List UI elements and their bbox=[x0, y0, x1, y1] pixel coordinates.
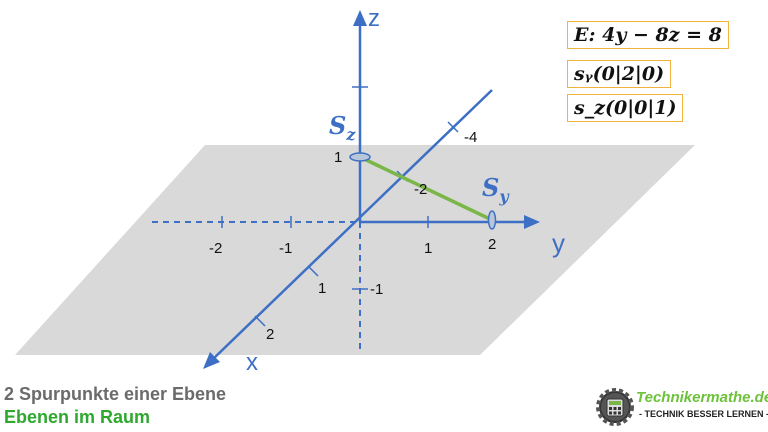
logo-name: Technikermathe.de bbox=[636, 389, 768, 406]
plane-ebene bbox=[15, 145, 695, 355]
tick-label-y-2: 2 bbox=[488, 236, 496, 253]
logo-slogan: - TECHNIK BESSER LERNEN - bbox=[639, 409, 768, 419]
trace-point-sz-marker bbox=[349, 152, 371, 162]
z-axis-arrowhead bbox=[353, 10, 367, 26]
tick-label-z-neg1: -1 bbox=[370, 281, 383, 298]
technikermathe-logo: Technikermathe.de - TECHNIK BESSER LERNE… bbox=[596, 387, 768, 427]
tick-label-y-1: 1 bbox=[424, 240, 432, 257]
tick-label-z-1: 1 bbox=[334, 149, 342, 166]
trace-point-sy-label: Sy bbox=[482, 173, 510, 206]
x-axis bbox=[211, 89, 493, 361]
trace-line-segment bbox=[359, 155, 493, 222]
tick-label-y-neg1: -1 bbox=[279, 240, 292, 257]
footer-title: 2 Spurpunkte einer Ebene bbox=[4, 384, 227, 404]
trace-point-sy-marker bbox=[487, 210, 497, 230]
trace-point-z-box: s_z(0|0|1) bbox=[567, 94, 684, 122]
footer-subtitle: Ebenen im Raum bbox=[4, 407, 151, 427]
z-axis-label: z bbox=[368, 5, 380, 32]
tick-label-x-neg4: -4 bbox=[464, 129, 477, 146]
gear-calculator-icon bbox=[596, 388, 634, 426]
tick-label-x-1: 1 bbox=[318, 280, 326, 297]
plane-equation-box: E: 4y − 8z = 8 bbox=[567, 21, 729, 49]
trace-point-sz-label: Sz bbox=[329, 111, 356, 144]
plane-equation-text: E: 4y − 8z = 8 bbox=[574, 24, 722, 46]
y-axis-arrowhead bbox=[524, 215, 540, 229]
trace-point-z-text: s_z(0|0|1) bbox=[574, 97, 677, 119]
y-axis-label: y bbox=[552, 228, 565, 258]
tick-label-x-2: 2 bbox=[266, 326, 274, 343]
x-axis-label: x bbox=[246, 349, 258, 376]
x-axis-arrowhead bbox=[203, 352, 220, 369]
trace-point-y-text: sᵧ(0|2|0) bbox=[574, 63, 665, 85]
tick-label-x-neg2: -2 bbox=[414, 181, 427, 198]
trace-point-y-box: sᵧ(0|2|0) bbox=[567, 60, 672, 88]
tick-label-y-neg2: -2 bbox=[209, 240, 222, 257]
